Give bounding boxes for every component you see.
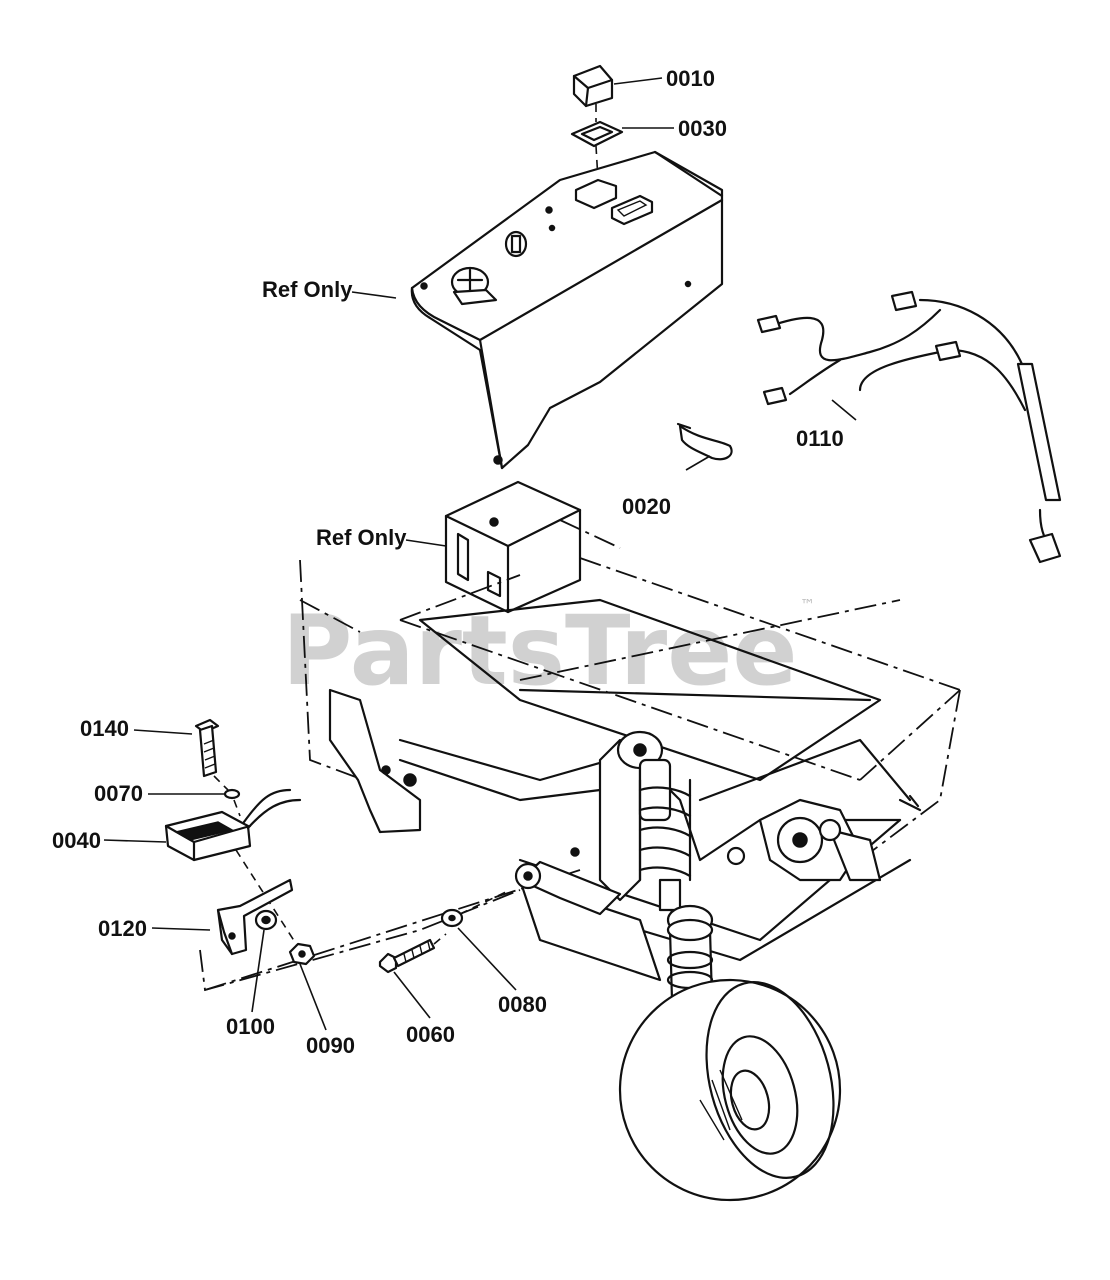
watermark-trademark: ™ <box>800 596 815 614</box>
caster-wheel <box>618 978 842 1202</box>
callout-0080: 0080 <box>498 992 547 1017</box>
control-panel-cover <box>410 150 724 470</box>
rocker-switch-part <box>572 64 614 108</box>
washer-0070-part <box>223 788 241 800</box>
callout-0010: 0010 <box>666 66 715 91</box>
harness-clip-part <box>676 422 733 461</box>
watermark-text: PartsTree <box>282 595 797 707</box>
washer-0080-part <box>440 908 464 928</box>
callout-0100: 0100 <box>226 1014 275 1039</box>
callout-0090: 0090 <box>306 1033 355 1058</box>
callout-0110: 0110 <box>796 426 844 451</box>
leader-lines <box>103 77 857 1031</box>
nut-0090-part <box>288 942 316 966</box>
mower-frame <box>199 519 961 992</box>
callout-0030: 0030 <box>678 116 727 141</box>
caster-assembly <box>518 878 762 1062</box>
callout-0120: 0120 <box>98 916 147 941</box>
mounting-bracket <box>444 480 582 614</box>
callout-0060: 0060 <box>406 1022 455 1047</box>
callout-ref-only-top: Ref Only <box>262 277 353 302</box>
callout-0140: 0140 <box>80 716 129 741</box>
washer-0100-part <box>254 909 278 931</box>
callout-0070: 0070 <box>94 781 143 806</box>
rear-axle-assembly <box>726 794 922 882</box>
callout-0040: 0040 <box>52 828 101 853</box>
tie-rod <box>514 860 622 916</box>
callout-ref-only-mid: Ref Only <box>316 525 407 550</box>
sensor-switch-0040-part <box>164 788 302 862</box>
bolt-0140-part <box>194 718 220 778</box>
bracket-0120-part <box>216 878 294 956</box>
wire-harness-part <box>756 290 1062 564</box>
switch-bezel-part <box>570 120 624 148</box>
bolt-0060-part <box>378 938 436 974</box>
callout-0020: 0020 <box>622 494 671 519</box>
